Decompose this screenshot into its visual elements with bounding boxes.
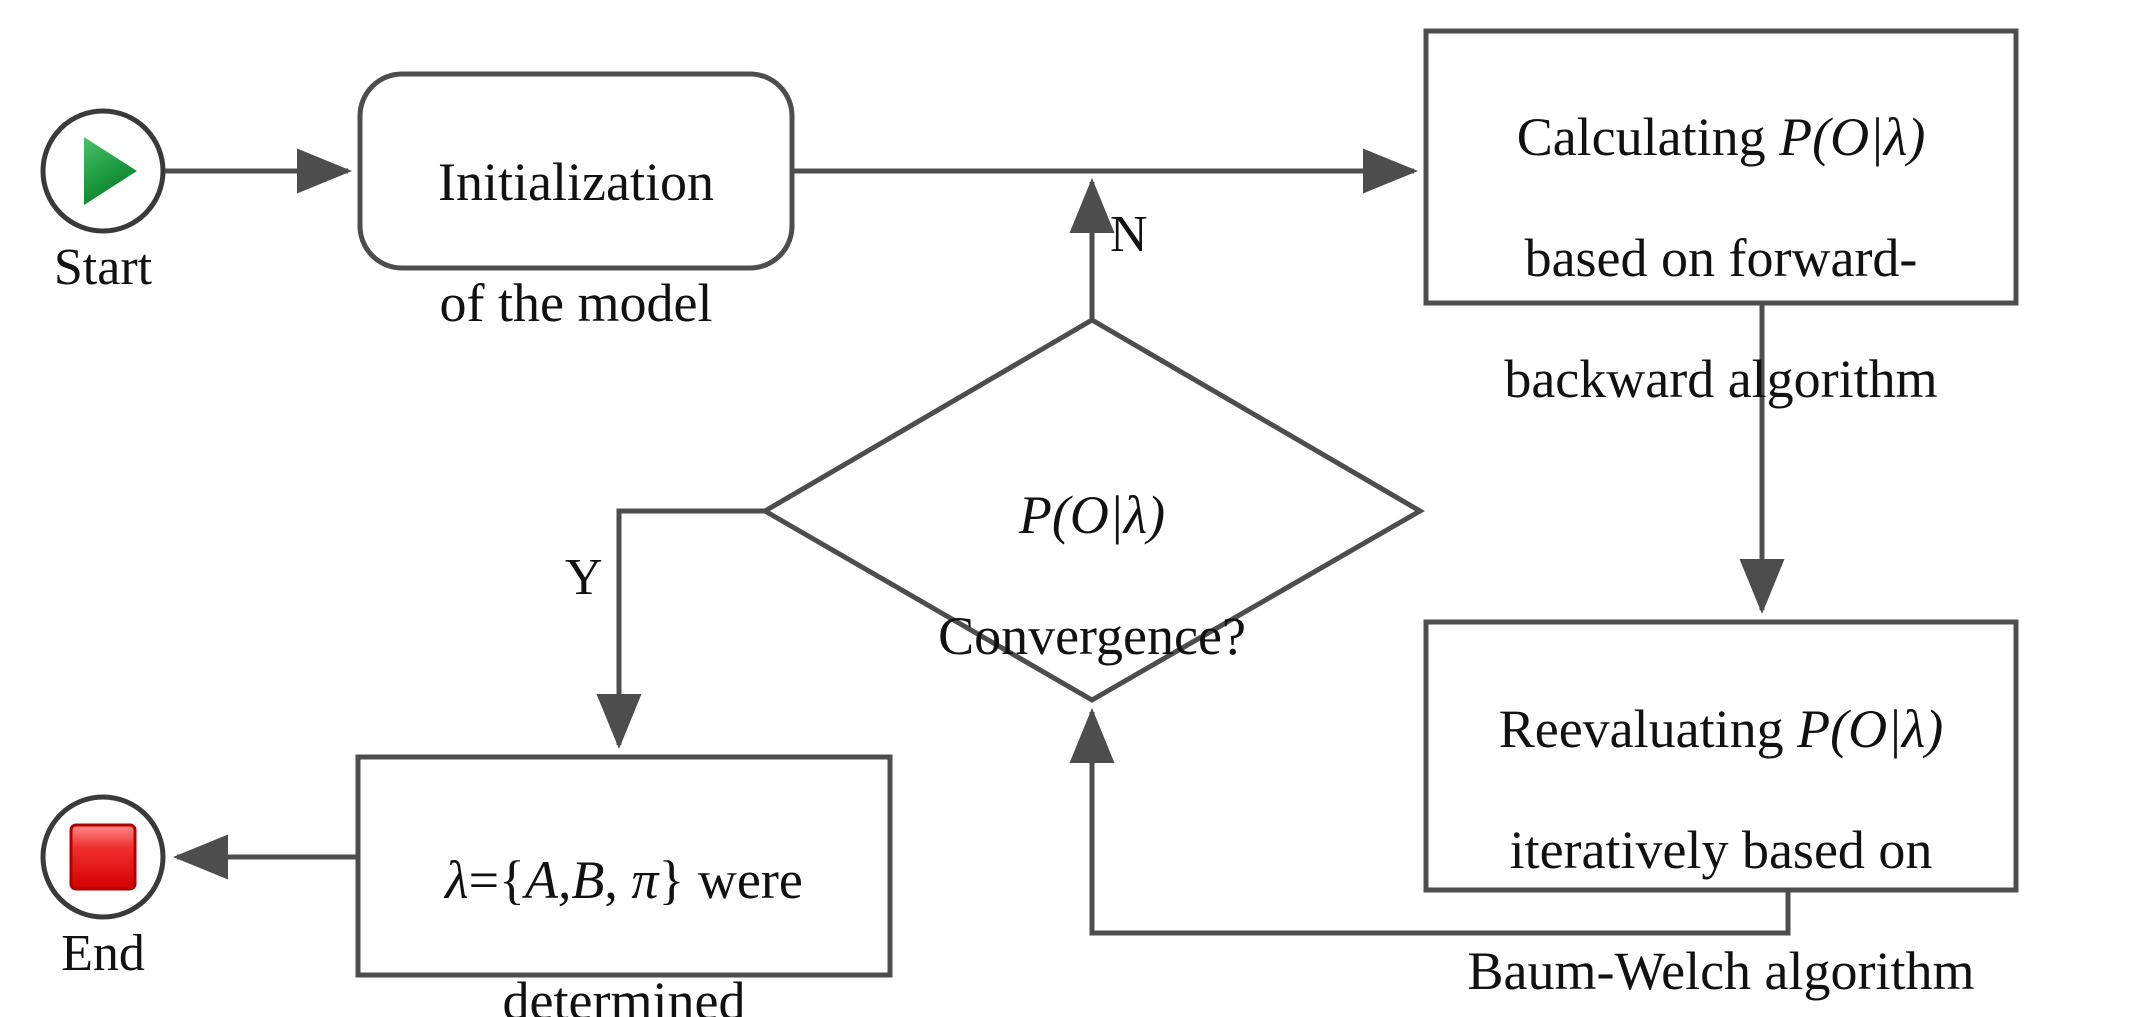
calculate-node-line3: backward algorithm — [1504, 349, 1938, 410]
determined-node-eq: ={ — [468, 850, 525, 911]
determined-node-lambda: λ — [445, 850, 469, 911]
determined-node-line2: determined — [502, 971, 746, 1017]
reevaluate-node-line3: Baum-Welch algorithm — [1467, 941, 1975, 1002]
calculate-node-line1-math: P(O|λ) — [1779, 107, 1926, 168]
calculate-node-label: Calculating P(O|λ) based on forward- bac… — [1426, 47, 2016, 470]
determined-node-label: λ={A,B, π} were determined — [358, 790, 890, 1017]
edge-label-no: N — [1110, 206, 1148, 263]
stop-icon — [69, 823, 137, 891]
decision-node-line2: Convergence? — [938, 606, 1246, 667]
calculate-node-line1-prefix: Calculating — [1516, 107, 1780, 168]
edge-label-yes: Y — [565, 549, 603, 606]
decision-node-line1-math: P(O|λ) — [1018, 485, 1166, 546]
determined-node-pi: π — [631, 850, 659, 911]
decision-node-shape[interactable] — [760, 317, 1425, 703]
reevaluate-node-line1: Reevaluating P(O|λ) — [1426, 699, 2016, 759]
determined-node-sep: , — [604, 850, 632, 911]
reevaluate-node-line1-prefix: Reevaluating — [1498, 699, 1798, 760]
init-node-shape[interactable] — [357, 71, 795, 271]
determined-node-shape[interactable] — [355, 754, 893, 978]
start-node-circle[interactable] — [40, 108, 166, 234]
play-icon — [84, 137, 137, 205]
reevaluate-node-line1-math: P(O|λ) — [1797, 699, 1944, 760]
determined-node-ab: A,B — [524, 850, 605, 911]
end-node-circle[interactable] — [40, 794, 166, 920]
reevaluate-node-line2: iteratively based on — [1509, 820, 1933, 881]
calculate-node-shape[interactable] — [1423, 28, 2019, 306]
end-node-caption: End — [61, 925, 145, 982]
calculate-node-line2: based on forward- — [1524, 228, 1918, 289]
calculate-node-line1: Calculating P(O|λ) — [1426, 107, 2016, 167]
start-node-caption: Start — [53, 239, 153, 296]
decision-node-label: P(O|λ) Convergence? — [792, 425, 1392, 727]
reevaluate-node-label: Reevaluating P(O|λ) iteratively based on… — [1426, 639, 2016, 1017]
init-node-label: Initialization of the model — [360, 92, 792, 394]
edge-reevaluate-to-decision — [1069, 707, 1791, 936]
determined-node-line1: λ={A,B, π} were — [358, 850, 890, 910]
edge-decision-yes — [596, 508, 765, 750]
init-node-line1: Initialization — [438, 152, 714, 213]
init-node-line2: of the model — [439, 273, 713, 334]
reevaluate-node-shape[interactable] — [1423, 619, 2019, 893]
determined-node-post: } were — [658, 850, 803, 911]
